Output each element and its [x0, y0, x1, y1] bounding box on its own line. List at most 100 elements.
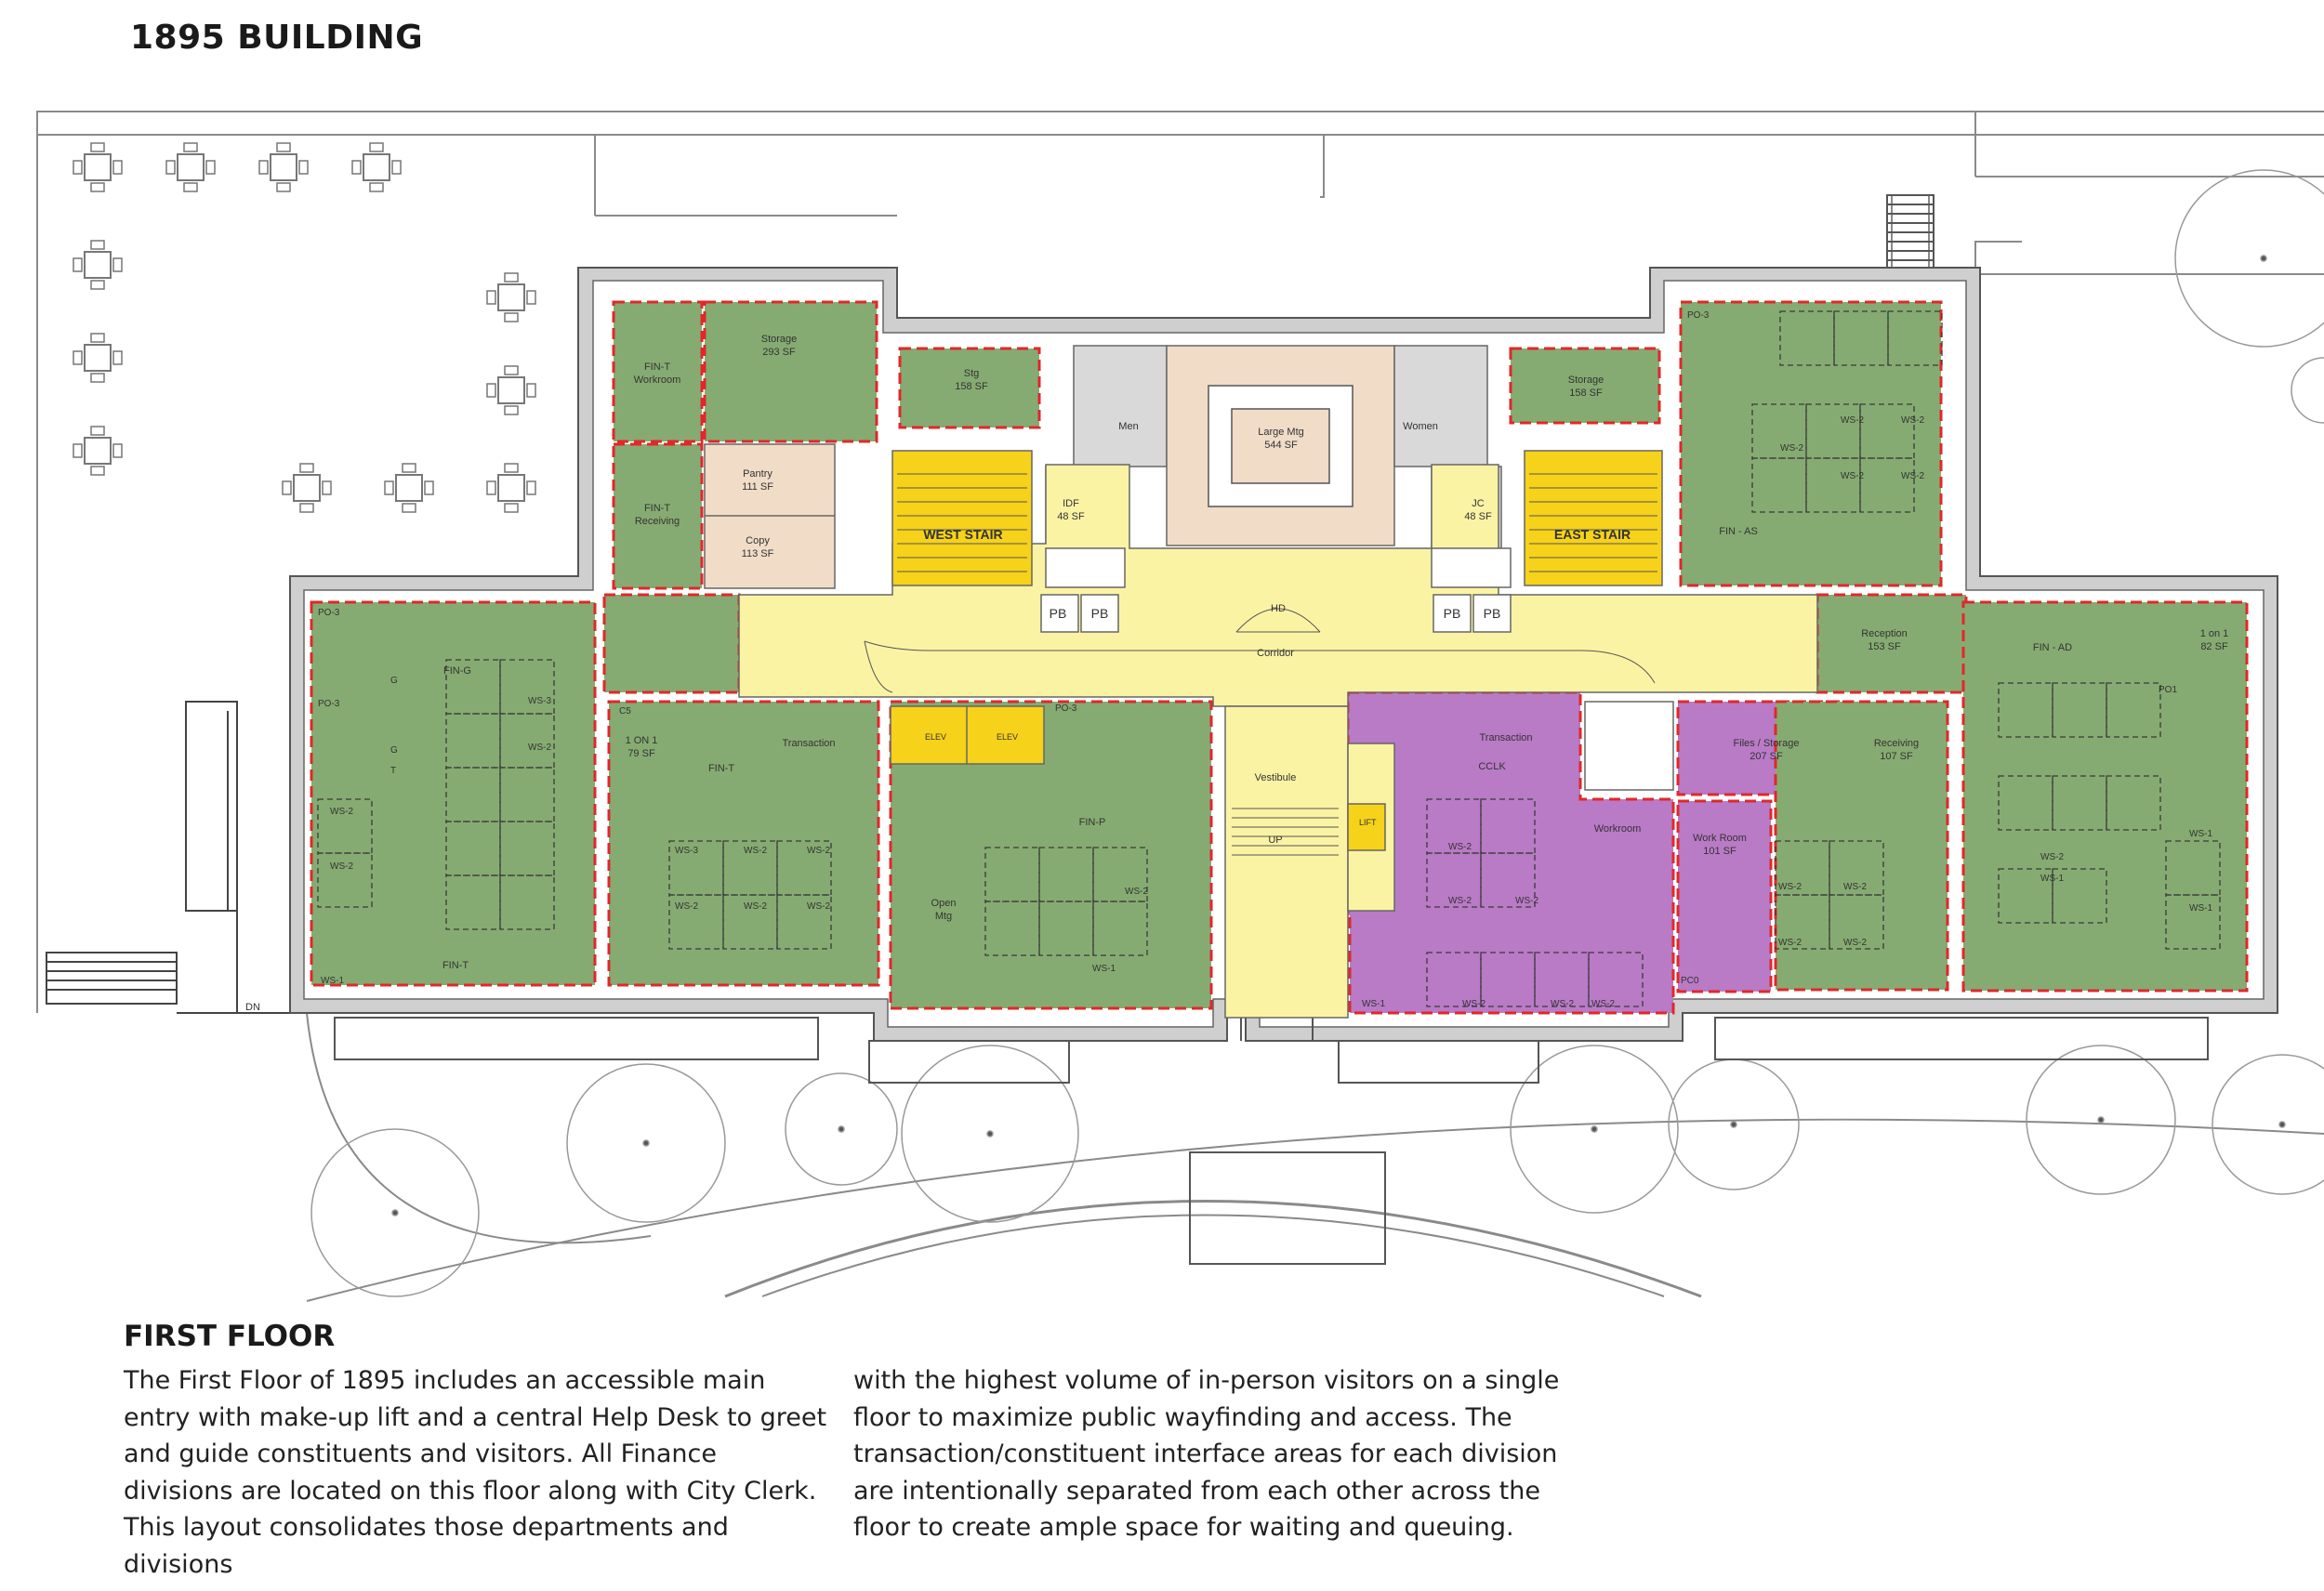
svg-text:WS-2: WS-2: [1841, 471, 1864, 481]
svg-text:Receiving: Receiving: [635, 516, 680, 527]
svg-text:Receiving: Receiving: [1874, 738, 1919, 749]
svg-text:C5: C5: [619, 706, 631, 717]
svg-text:Workroom: Workroom: [634, 375, 681, 386]
svg-text:WS-2: WS-2: [330, 807, 353, 817]
svg-text:G: G: [390, 676, 398, 686]
svg-text:FIN-P: FIN-P: [1079, 817, 1106, 828]
svg-text:PB: PB: [1444, 606, 1461, 621]
svg-text:Large Mtg: Large Mtg: [1258, 427, 1304, 438]
svg-text:101 SF: 101 SF: [1703, 846, 1736, 857]
svg-text:WS-2: WS-2: [1843, 882, 1867, 892]
room-storage-158: [1509, 347, 1661, 425]
svg-text:Storage: Storage: [1568, 375, 1604, 386]
svg-text:82 SF: 82 SF: [2200, 641, 2228, 652]
svg-text:FIN - AD: FIN - AD: [2033, 642, 2072, 653]
svg-text:WS-3: WS-3: [528, 696, 551, 706]
svg-text:544 SF: 544 SF: [1264, 440, 1298, 451]
svg-text:Files / Storage: Files / Storage: [1734, 738, 1800, 749]
svg-text:1 on 1: 1 on 1: [2200, 628, 2229, 639]
corridor-area: [738, 464, 1818, 707]
svg-text:48 SF: 48 SF: [1464, 511, 1492, 522]
svg-text:107 SF: 107 SF: [1880, 751, 1913, 762]
room-stg-158: [898, 347, 1041, 429]
svg-text:WS-2: WS-2: [675, 901, 698, 912]
svg-text:DN: DN: [245, 1002, 260, 1013]
svg-text:1 ON 1: 1 ON 1: [626, 735, 658, 746]
svg-text:WS-2: WS-2: [1843, 938, 1867, 948]
svg-text:PO1: PO1: [2159, 685, 2177, 695]
svg-text:FIN - AS: FIN - AS: [1719, 526, 1758, 537]
svg-text:Workroom: Workroom: [1594, 823, 1642, 835]
svg-text:WS-2: WS-2: [1778, 938, 1802, 948]
caption-column-2: with the highest volume of in-person vis…: [853, 1366, 1560, 1542]
room-west-small: [602, 593, 741, 694]
svg-text:WS-2: WS-2: [744, 846, 767, 856]
svg-text:WS-2: WS-2: [744, 901, 767, 912]
svg-text:PO-3: PO-3: [1687, 310, 1710, 321]
room-fin-as: [1679, 300, 1943, 587]
svg-text:Vestibule: Vestibule: [1255, 772, 1297, 783]
svg-text:PO-3: PO-3: [1055, 703, 1077, 714]
room-fin-g: [310, 600, 597, 987]
svg-text:G: G: [390, 745, 398, 756]
room-men: [1073, 345, 1168, 467]
svg-text:WS-2: WS-2: [1448, 896, 1472, 906]
svg-text:Transaction: Transaction: [782, 738, 835, 749]
page-title: 1895 BUILDING: [130, 19, 424, 57]
room-women: [1393, 345, 1488, 467]
svg-text:WS-1: WS-1: [1092, 964, 1116, 974]
svg-text:PO-3: PO-3: [318, 699, 340, 709]
lift: [1347, 803, 1386, 851]
room-fin-t: [607, 700, 880, 987]
site-stair: [1189, 194, 1934, 1265]
svg-text:WS-2: WS-2: [1901, 415, 1924, 426]
svg-text:207 SF: 207 SF: [1750, 751, 1783, 762]
svg-text:IDF: IDF: [1063, 498, 1079, 509]
svg-text:113 SF: 113 SF: [742, 548, 774, 559]
svg-text:UP: UP: [1268, 835, 1282, 846]
svg-text:WS-2: WS-2: [1901, 471, 1924, 481]
svg-text:FIN-G: FIN-G: [443, 665, 471, 677]
svg-text:48 SF: 48 SF: [1057, 511, 1085, 522]
svg-text:158 SF: 158 SF: [955, 381, 988, 392]
svg-text:WS-2: WS-2: [807, 846, 830, 856]
svg-text:PC0: PC0: [1681, 976, 1699, 986]
svg-text:FIN-T: FIN-T: [708, 763, 734, 774]
svg-text:WS-2: WS-2: [807, 901, 830, 912]
svg-text:293 SF: 293 SF: [762, 347, 796, 358]
svg-text:Storage: Storage: [761, 334, 798, 345]
room-vestibule: [1224, 705, 1349, 1019]
svg-text:WS-2: WS-2: [1780, 443, 1803, 454]
svg-text:PB: PB: [1091, 606, 1109, 621]
svg-text:WS-2: WS-2: [1462, 999, 1486, 1009]
svg-text:WS-2: WS-2: [1778, 882, 1802, 892]
patio-tables: [73, 142, 536, 513]
svg-text:WS-2: WS-2: [1125, 887, 1148, 897]
svg-text:ELEV: ELEV: [925, 732, 946, 742]
elevator-shaft-clerk: [1584, 701, 1674, 791]
svg-text:ELEV: ELEV: [997, 732, 1018, 742]
trees: [310, 169, 2324, 1297]
svg-text:Reception: Reception: [1861, 628, 1908, 639]
svg-text:158 SF: 158 SF: [1569, 388, 1603, 399]
svg-text:WS-1: WS-1: [321, 976, 344, 986]
west-stair: [891, 450, 1033, 586]
svg-text:79 SF: 79 SF: [627, 748, 655, 759]
svg-text:WS-1: WS-1: [2189, 829, 2212, 839]
svg-text:WS-1: WS-1: [2040, 874, 2064, 884]
svg-text:HD: HD: [1271, 603, 1286, 614]
left-ramp: [46, 701, 297, 1014]
svg-text:PB: PB: [1050, 606, 1067, 621]
svg-text:Work Room: Work Room: [1693, 833, 1747, 844]
svg-text:WS-2: WS-2: [1551, 999, 1574, 1009]
svg-text:LIFT: LIFT: [1359, 818, 1377, 827]
svg-text:EAST STAIR: EAST STAIR: [1554, 527, 1631, 542]
svg-text:Copy: Copy: [746, 535, 770, 546]
svg-text:Pantry: Pantry: [743, 468, 772, 480]
caption-heading: FIRST FLOOR: [124, 1320, 336, 1353]
svg-text:FIN-T: FIN-T: [644, 503, 670, 514]
svg-text:WS-2: WS-2: [330, 861, 353, 872]
svg-text:JC: JC: [1472, 498, 1485, 509]
room-fin-ad: [1961, 600, 2249, 993]
